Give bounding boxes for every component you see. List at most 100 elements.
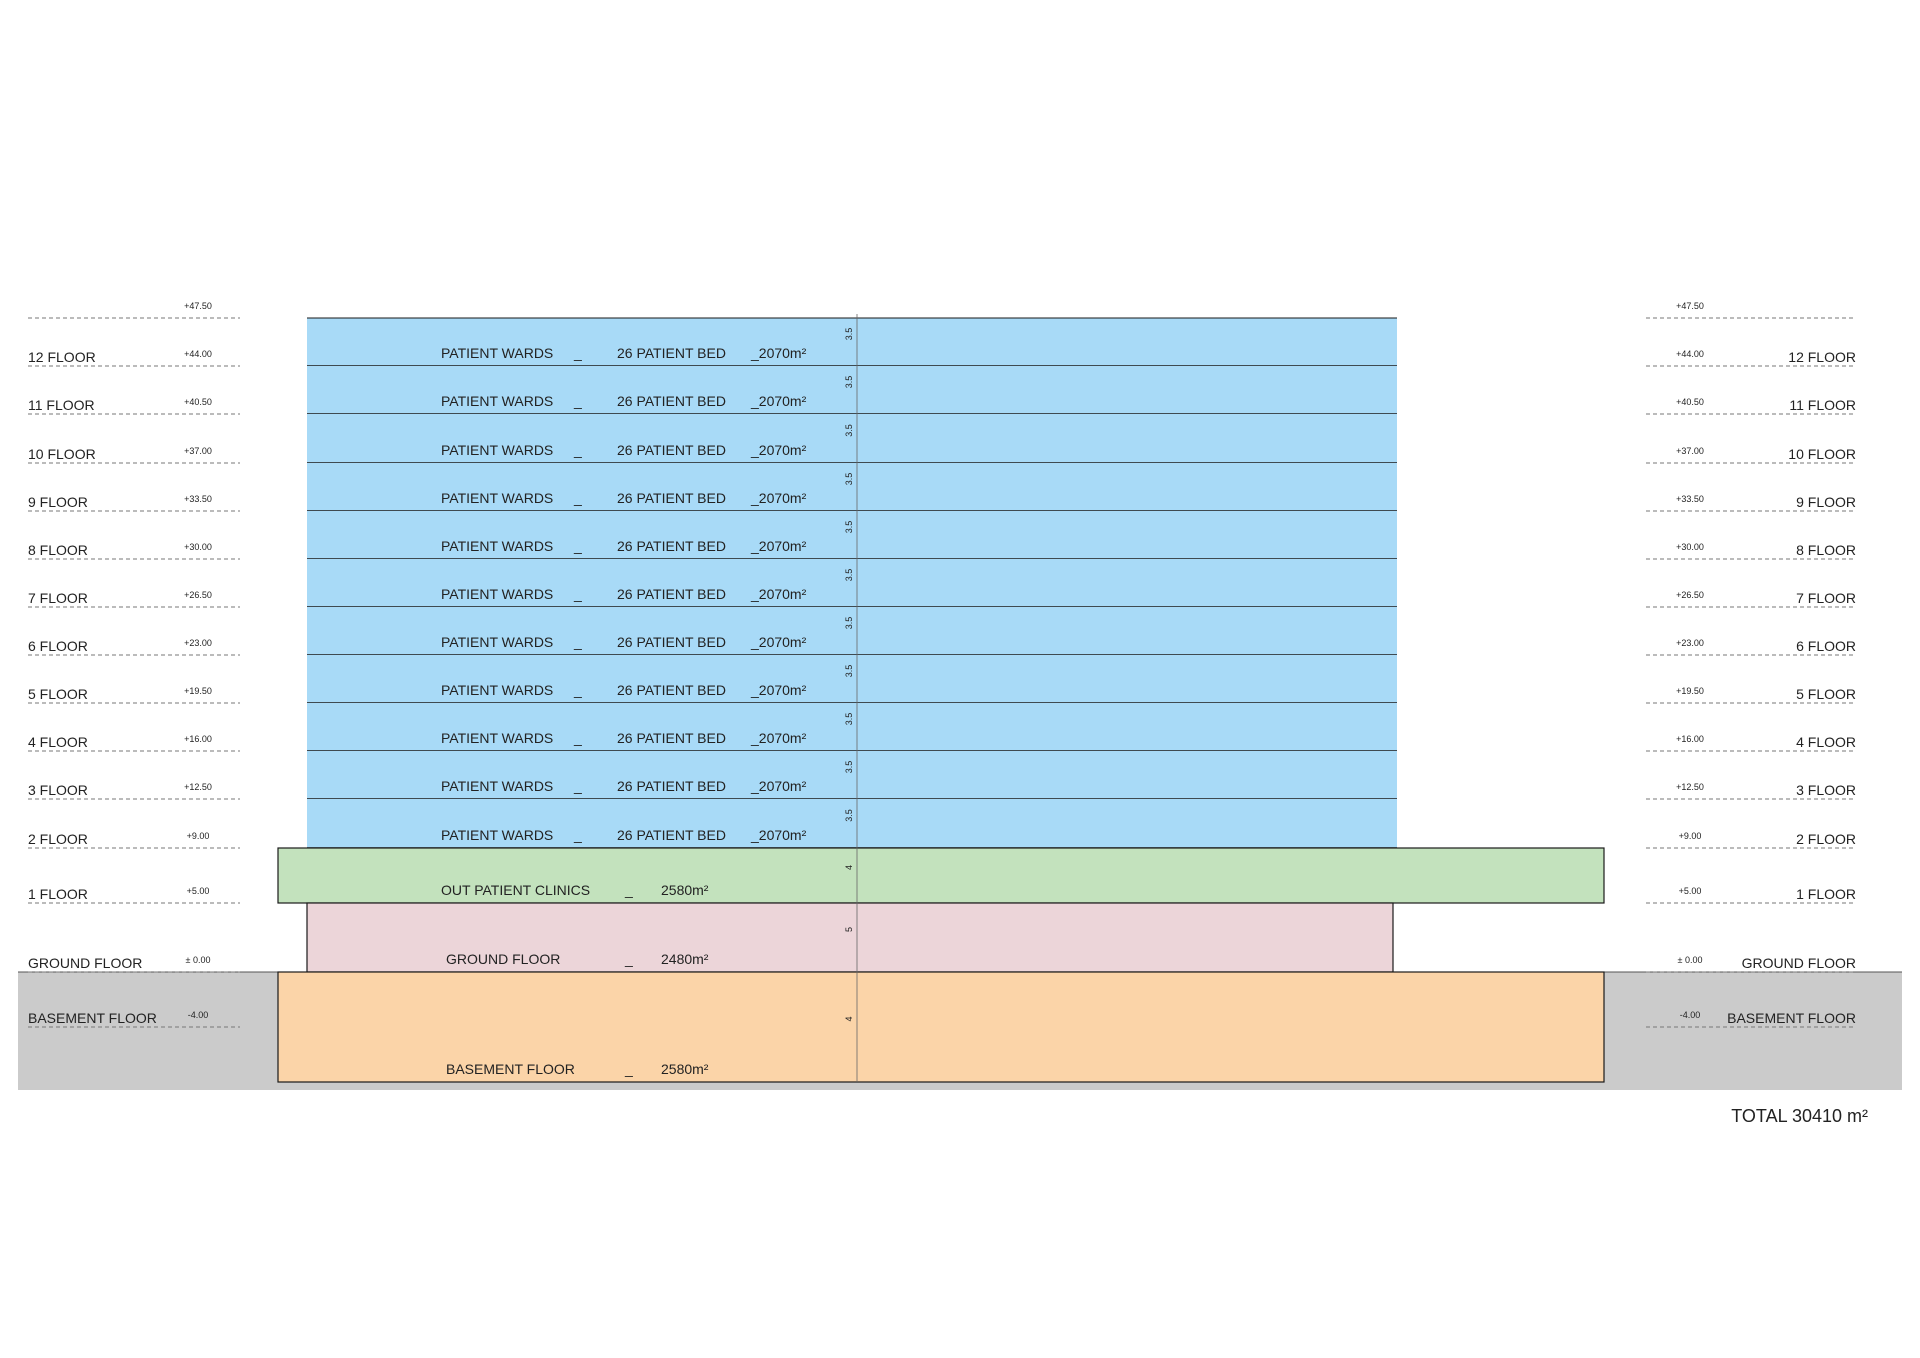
floor-block-wards (307, 318, 1397, 366)
level-label-right: 3 FLOOR (1796, 782, 1856, 798)
floor-name: PATIENT WARDS (441, 442, 553, 458)
floor-height-dim: 3.5 (844, 328, 854, 341)
floor-block-wards (307, 751, 1397, 799)
elevation-left: +33.50 (184, 494, 212, 504)
floor-name: GROUND FLOOR (446, 951, 560, 967)
elevation-right: +40.50 (1676, 397, 1704, 407)
elevation-left: +44.00 (184, 349, 212, 359)
level-label-right: BASEMENT FLOOR (1727, 1010, 1856, 1026)
floor-block-wards (307, 414, 1397, 463)
bed-count: 26 PATIENT BED (617, 778, 726, 794)
floor-area: _2070m² (750, 442, 807, 458)
floor-block-wards (307, 463, 1397, 511)
level-label-right: 7 FLOOR (1796, 590, 1856, 606)
elevation-right: -4.00 (1680, 1010, 1701, 1020)
floor-block-ground (306, 902, 1394, 973)
floor-name: PATIENT WARDS (441, 827, 553, 843)
level-label-left: BASEMENT FLOOR (28, 1010, 157, 1026)
floor-name: PATIENT WARDS (441, 778, 553, 794)
level-label-left: 8 FLOOR (28, 542, 88, 558)
floor-height-dim: 3.5 (844, 665, 854, 678)
elevation-right: +33.50 (1676, 494, 1704, 504)
separator: _ (624, 882, 633, 898)
floor-name: PATIENT WARDS (441, 490, 553, 506)
floor-height-dim: 3.5 (844, 376, 854, 389)
bed-count: 26 PATIENT BED (617, 490, 726, 506)
level-label-right: 11 FLOOR (1789, 397, 1856, 413)
elevation-right: +30.00 (1676, 542, 1704, 552)
elevation-right: ± 0.00 (1678, 955, 1703, 965)
level-label-right: 9 FLOOR (1796, 494, 1856, 510)
separator: _ (573, 490, 582, 506)
elevation-left: ± 0.00 (186, 955, 211, 965)
level-label-left: 12 FLOOR (28, 349, 96, 365)
floor-height-dim: 5 (844, 927, 854, 932)
elevation-left: +23.00 (184, 638, 212, 648)
separator: _ (573, 345, 582, 361)
floor-name: BASEMENT FLOOR (446, 1061, 575, 1077)
separator: _ (624, 951, 633, 967)
floor-block-wards (307, 511, 1397, 559)
floor-name: PATIENT WARDS (441, 634, 553, 650)
floor-area: _2070m² (750, 393, 807, 409)
floor-area: 2580m² (661, 882, 709, 898)
level-label-left: GROUND FLOOR (28, 955, 142, 971)
floor-height-dim: 4 (844, 1016, 854, 1021)
elevation-right: +26.50 (1676, 590, 1704, 600)
floor-name: PATIENT WARDS (441, 682, 553, 698)
separator: _ (573, 634, 582, 650)
level-label-right: 4 FLOOR (1796, 734, 1856, 750)
floor-height-dim: 3.5 (844, 617, 854, 630)
floor-height-dim: 3.5 (844, 569, 854, 582)
level-label-right: 8 FLOOR (1796, 542, 1856, 558)
level-label-right: 10 FLOOR (1788, 446, 1856, 462)
level-label-right: 5 FLOOR (1796, 686, 1856, 702)
level-label-left: 4 FLOOR (28, 734, 88, 750)
floor-block-wards (307, 799, 1397, 848)
total-area-label: TOTAL 30410 m² (1731, 1106, 1868, 1126)
bed-count: 26 PATIENT BED (617, 538, 726, 554)
floor-height-dim: 3.5 (844, 761, 854, 774)
elevation-right: +5.00 (1679, 886, 1702, 896)
floor-height-dim: 4 (844, 865, 854, 870)
elevation-left: -4.00 (188, 1010, 209, 1020)
level-label-left: 5 FLOOR (28, 686, 88, 702)
bed-count: 26 PATIENT BED (617, 827, 726, 843)
bed-count: 26 PATIENT BED (617, 393, 726, 409)
elevation-left: +30.00 (184, 542, 212, 552)
level-label-left: 6 FLOOR (28, 638, 88, 654)
elevation-right: +9.00 (1679, 831, 1702, 841)
elevation-left: +26.50 (184, 590, 212, 600)
floor-area: _2070m² (750, 827, 807, 843)
level-label-left: 2 FLOOR (28, 831, 88, 847)
level-label-right: 2 FLOOR (1796, 831, 1856, 847)
floor-height-dim: 3.5 (844, 521, 854, 534)
floor-area: 2480m² (661, 951, 709, 967)
level-label-right: 1 FLOOR (1796, 886, 1856, 902)
level-label-left: 3 FLOOR (28, 782, 88, 798)
floor-height-dim: 3.5 (844, 424, 854, 437)
elevation-left: +5.00 (187, 886, 210, 896)
bed-count: 26 PATIENT BED (617, 442, 726, 458)
elevation-left: +40.50 (184, 397, 212, 407)
floor-block-wards (307, 655, 1397, 703)
floor-height-dim: 3.5 (844, 713, 854, 726)
level-label-left: 10 FLOOR (28, 446, 96, 462)
floor-block-wards (307, 559, 1397, 607)
bed-count: 26 PATIENT BED (617, 730, 726, 746)
elevation-left: +37.00 (184, 446, 212, 456)
floor-block-wards (307, 607, 1397, 655)
separator: _ (573, 682, 582, 698)
level-label-left: 1 FLOOR (28, 886, 88, 902)
elevation-right: +37.00 (1676, 446, 1704, 456)
elevation-right: +23.00 (1676, 638, 1704, 648)
level-label-left: 11 FLOOR (28, 397, 95, 413)
floor-name: PATIENT WARDS (441, 730, 553, 746)
floor-area: _2070m² (750, 345, 807, 361)
bed-count: 26 PATIENT BED (617, 682, 726, 698)
elevation-right: +16.00 (1676, 734, 1704, 744)
bed-count: 26 PATIENT BED (617, 634, 726, 650)
elevation-left: +12.50 (184, 782, 212, 792)
